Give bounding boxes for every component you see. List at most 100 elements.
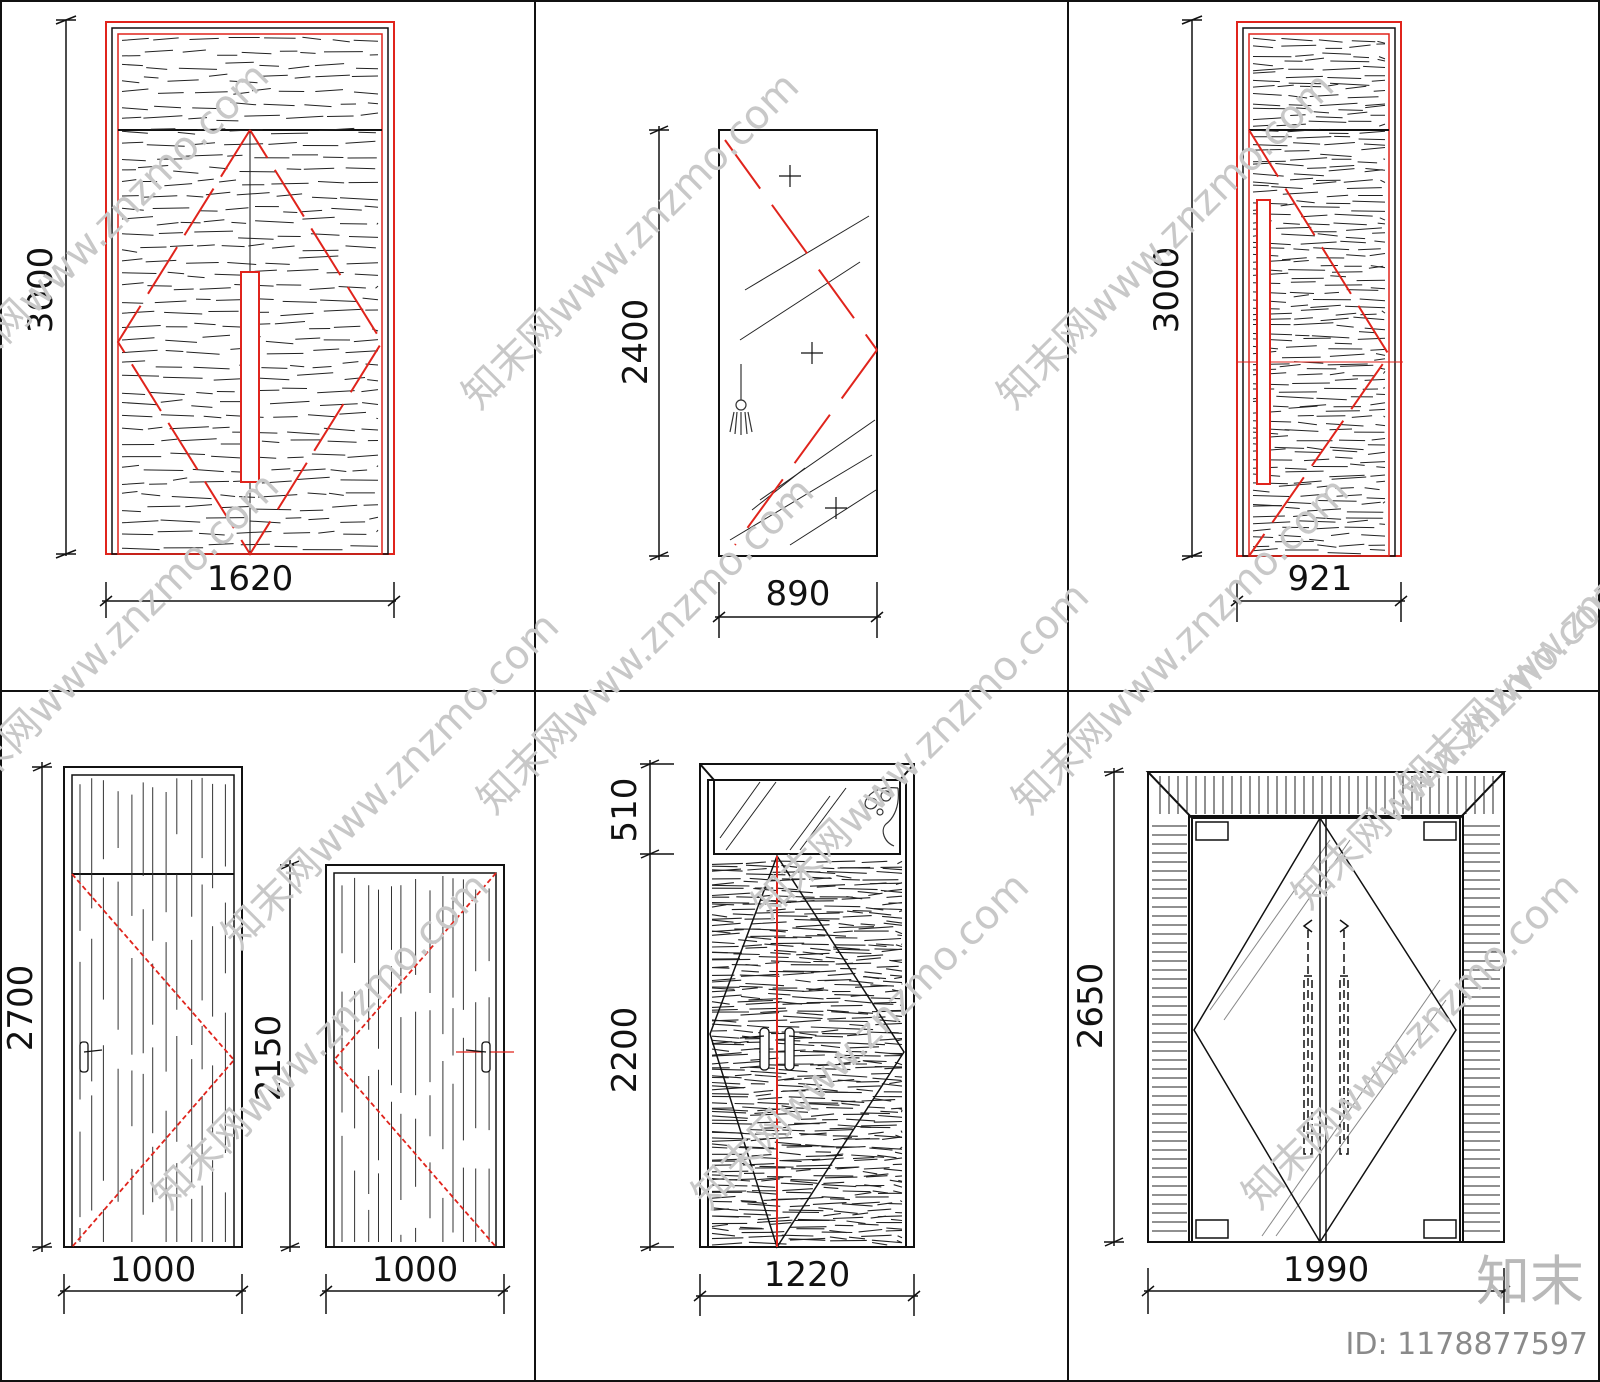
grain-stroke	[121, 216, 379, 226]
door-6-width-label: 1990	[1283, 1250, 1370, 1290]
grain-stroke	[121, 529, 379, 536]
grain-stroke	[1252, 345, 1386, 351]
grain-stroke	[711, 1001, 903, 1008]
door-4b-swing-lines	[332, 872, 497, 1248]
grain-stroke	[711, 1143, 903, 1150]
grain-stroke	[1252, 52, 1386, 60]
door-5-frame	[699, 763, 915, 1248]
grain-stroke	[121, 127, 376, 135]
image-id: ID: 1178877597	[1346, 1327, 1588, 1362]
grain-stroke	[1252, 83, 1386, 92]
door-2-width-label: 890	[766, 574, 831, 614]
door-3-pull-handle	[1256, 199, 1271, 485]
grain-stroke	[711, 1109, 903, 1117]
door-3-height-dimension	[1181, 15, 1203, 561]
grain-stroke	[121, 297, 379, 304]
grain-stroke	[121, 387, 379, 395]
grain-stroke	[1252, 246, 1381, 251]
grain-stroke	[1252, 102, 1386, 107]
grain-stroke	[711, 1157, 903, 1166]
brand-logo: 知末	[1476, 1250, 1584, 1313]
grain-stroke	[711, 1208, 903, 1214]
door-5-lever-handles-icon	[739, 1027, 813, 1071]
grain-stroke	[711, 885, 903, 894]
door-5-width-label: 1220	[764, 1255, 851, 1295]
grain-stroke	[1252, 220, 1386, 226]
door-5-leaf-height-label: 2200	[605, 1007, 645, 1094]
grain-stroke	[1252, 272, 1386, 282]
door-3-frame	[1236, 21, 1402, 557]
grain-stroke	[711, 979, 903, 987]
door-6-pull-handles-icon	[1302, 919, 1350, 1155]
grain-stroke	[1252, 232, 1386, 240]
grain-stroke	[1252, 281, 1386, 290]
grain-stroke	[1252, 189, 1383, 198]
grain-stroke	[1252, 322, 1386, 331]
grain-stroke	[711, 1060, 903, 1067]
grain-stroke	[121, 73, 379, 84]
grain-stroke	[711, 1215, 903, 1222]
grain-stroke	[1252, 181, 1382, 189]
grain-stroke	[712, 1191, 903, 1199]
grain-stroke	[711, 1218, 903, 1225]
grain-stroke	[711, 875, 899, 882]
door-6-elevation: 2650 1990	[1071, 767, 1511, 1314]
watermark-text: 知末网www.znzmo.com	[1234, 864, 1589, 1219]
grain-stroke	[711, 999, 894, 1005]
door-3-elevation: 3000 921	[1147, 15, 1408, 622]
grain-stroke	[711, 932, 902, 942]
grain-stroke	[711, 1226, 903, 1234]
grain-stroke	[1252, 443, 1386, 451]
grain-stroke	[711, 954, 903, 962]
door-2-width-dimension	[712, 582, 884, 638]
grain-stroke	[1252, 308, 1386, 316]
door-2-height-dimension	[649, 125, 669, 561]
door-3-width-dimension	[1230, 582, 1408, 622]
grain-stroke	[1252, 142, 1386, 147]
grain-stroke	[1252, 304, 1386, 310]
grain-stroke	[711, 882, 903, 891]
grain-stroke	[711, 864, 903, 871]
grain-stroke	[711, 910, 903, 918]
grain-stroke	[121, 372, 379, 382]
door-4a-height-label: 2700	[1, 965, 41, 1052]
grain-stroke	[1252, 500, 1386, 507]
grain-stroke	[711, 1166, 903, 1175]
grain-stroke	[1252, 331, 1377, 339]
door-2-mirror-panel	[718, 129, 878, 557]
door-6-stone-surround	[1152, 776, 1500, 1232]
grain-stroke	[711, 897, 903, 906]
grain-stroke	[711, 1197, 903, 1205]
grain-stroke	[121, 102, 379, 111]
grain-stroke	[121, 230, 379, 240]
grain-stroke	[1252, 65, 1386, 72]
door-1-height-dimension	[55, 15, 77, 559]
grain-stroke	[1252, 177, 1386, 185]
door-5-height-dimension	[640, 759, 674, 1252]
door-2-glass-reflections	[729, 215, 877, 546]
door-4a-height-dimension	[32, 762, 52, 1252]
grain-stroke	[1252, 253, 1386, 261]
grain-stroke	[121, 61, 379, 70]
door-6-height-dimension	[1104, 767, 1124, 1247]
door-6-glass-reflections	[1209, 839, 1447, 1237]
grain-stroke	[711, 1132, 903, 1141]
grain-stroke	[121, 165, 376, 174]
door-3-width-label: 921	[1288, 559, 1353, 599]
grain-stroke	[1252, 294, 1386, 303]
grain-stroke	[121, 399, 379, 408]
grain-stroke	[711, 994, 903, 1001]
grain-stroke	[1252, 37, 1386, 44]
grain-stroke	[1252, 259, 1386, 269]
grain-stroke	[711, 1080, 903, 1092]
door-1-height-label: 3000	[21, 247, 61, 334]
grain-stroke	[1253, 135, 1386, 141]
grain-stroke	[1252, 162, 1386, 171]
grain-stroke	[711, 917, 903, 927]
grain-stroke	[711, 1122, 897, 1130]
door-4b-lever-handle-icon	[465, 1041, 491, 1073]
grain-stroke	[711, 942, 903, 951]
grain-stroke	[121, 191, 379, 201]
door-4b-elevation: 2150 1000	[249, 860, 514, 1314]
